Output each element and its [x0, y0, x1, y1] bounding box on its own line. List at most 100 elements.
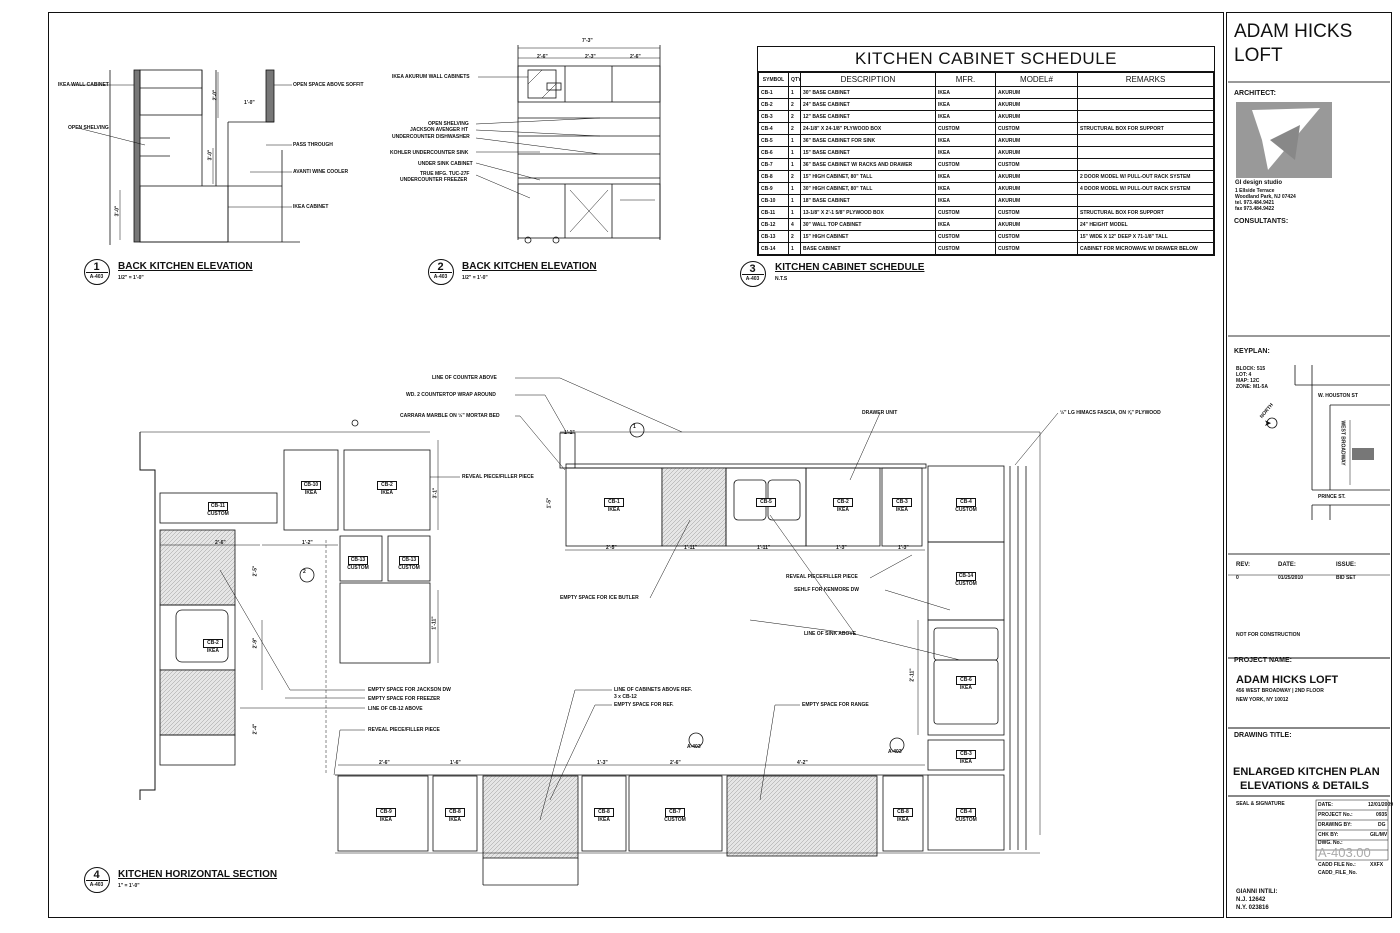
schedule-cell: AKURUM: [995, 110, 1078, 123]
schedule-header-cell: DESCRIPTION: [800, 72, 936, 87]
schedule-cell: 1: [788, 242, 801, 255]
elev2-true-mfg-label: TRUE MFG. TUC-27F: [420, 171, 470, 177]
keyplan-map: MAP: 12C: [1236, 378, 1260, 384]
schedule-cell: CB-14: [758, 242, 789, 255]
view-3-title: KITCHEN CABINET SCHEDULE: [775, 262, 925, 273]
schedule-cell: IKEA: [935, 194, 996, 207]
view-1-sheet: A-403: [89, 274, 104, 280]
schedule-title: KITCHEN CABINET SCHEDULE: [758, 47, 1214, 72]
schedule-cell: CABINET FOR MICROWAVE W/ DRAWER BELOW: [1077, 242, 1214, 255]
schedule-cell: 36" BASE CABINET FOR SINK: [800, 134, 936, 147]
schedule-cell: AKURUM: [995, 134, 1078, 147]
view-4-sheet: A-403: [89, 882, 104, 888]
schedule-cell: 1: [788, 182, 801, 195]
schedule-cell: STRUCTURAL BOX FOR SUPPORT: [1077, 206, 1214, 219]
elev2-sink-label: KOHLER UNDERCOUNTER SINK: [390, 150, 469, 156]
elev2-dishwasher-label: UNDERCOUNTER DISHWASHER: [392, 134, 470, 140]
schedule-cell: 2 DOOR MODEL W/ PULL-OUT RACK SYSTEM: [1077, 170, 1214, 183]
cabinet-mfr: IKEA: [896, 507, 908, 513]
project-name-label: PROJECT NAME:: [1234, 657, 1292, 664]
cabinet-mfr: IKEA: [305, 490, 317, 496]
cabinet-mfr: CUSTOM: [955, 581, 977, 587]
bubble-divider: [86, 272, 108, 273]
cabinet-id: CB-4: [956, 808, 976, 817]
schedule-cell: 1: [788, 134, 801, 147]
view-4-number: 4: [93, 869, 100, 881]
schedule-cell: 30" WALL TOP CABINET: [800, 218, 936, 231]
cabinet-id: CB-13: [399, 556, 419, 565]
plan-dim: 3'-1": [432, 487, 439, 499]
plan-dim: 2'-5": [606, 545, 617, 551]
schedule-cell: CB-6: [758, 146, 789, 159]
schedule-cell: 4: [788, 218, 801, 231]
firm-address-2: Woodland Park, NJ 07424: [1235, 194, 1296, 200]
rev-value: 0: [1236, 575, 1239, 581]
project-address-1: 456 WEST BROADWAY | 2ND FLOOR: [1236, 688, 1324, 694]
schedule-cell: IKEA: [935, 134, 996, 147]
schedule-cell: AKURUM: [995, 194, 1078, 207]
note-drawer-unit: DRAWER UNIT: [862, 410, 898, 416]
plan-dim: 1'-6": [450, 760, 461, 766]
schedule-cell: IKEA: [935, 86, 996, 99]
schedule-header-row: SYMBOL QTY DESCRIPTION MFR. MODEL# REMAR…: [758, 72, 1214, 87]
cabinet-mfr: CUSTOM: [398, 565, 420, 571]
cabinet-mfr: IKEA: [381, 490, 393, 496]
note-reveal-2: REVEAL PIECE/FILLER PIECE: [786, 574, 858, 580]
note-reveal-1: REVEAL PIECE/FILLER PIECE: [462, 474, 534, 480]
divider: [1228, 81, 1390, 83]
plan-cabinet-tag: CB-5: [756, 498, 776, 507]
firm-fax: fax 973.484.9422: [1235, 206, 1275, 212]
note-empty-range: EMPTY SPACE FOR RANGE: [802, 702, 869, 708]
schedule-cell: 24-1/8" X 24-1/8" PLYWOOD BOX: [800, 122, 936, 135]
schedule-cell: 15" WIDE X 12" DEEP X 71-1/8" TALL: [1077, 230, 1214, 243]
cabinet-mfr: IKEA: [608, 507, 620, 513]
view-4-bubble: 4 A-403: [84, 867, 110, 893]
schedule-cell: CUSTOM: [935, 206, 996, 219]
plan-dim: 1'-11": [684, 545, 698, 551]
schedule-cell: CB-11: [758, 206, 789, 219]
not-for-construction: NOT FOR CONSTRUCTION: [1236, 632, 1301, 638]
note-sink-above: LINE OF SINK ABOVE: [804, 631, 857, 637]
schedule-cell: 1: [788, 86, 801, 99]
schedule-cell: CUSTOM: [935, 230, 996, 243]
schedule-header-cell: QTY: [788, 72, 801, 87]
schedule-cell: CUSTOM: [995, 122, 1078, 135]
schedule-header-cell: MODEL#: [995, 72, 1078, 87]
schedule-cell: AKURUM: [995, 182, 1078, 195]
cabinet-id: CB-2: [203, 639, 223, 648]
issue-value: BID SET: [1336, 575, 1356, 581]
schedule-cell: AKURUM: [995, 146, 1078, 159]
cabinet-id: CB-10: [301, 481, 321, 490]
cabinet-mfr: IKEA: [207, 648, 219, 654]
rev-header: REV:: [1236, 562, 1251, 568]
schedule-cell: CUSTOM: [935, 122, 996, 135]
drawing-frame: [48, 12, 1224, 918]
note-freezer: EMPTY SPACE FOR FREEZER: [368, 696, 441, 702]
section-mark-1: 1: [633, 424, 636, 430]
project-title-line-2: LOFT: [1234, 45, 1283, 66]
schedule-cell: 12" BASE CABINET: [800, 110, 936, 123]
firm-address-1: 1 Ellside Terrace: [1235, 188, 1275, 194]
elev1-dim-b: 1'-0": [244, 100, 255, 106]
schedule-cell: CUSTOM: [995, 206, 1078, 219]
elevation-2: [475, 45, 661, 244]
cabinet-id: CB-8: [893, 808, 913, 817]
schedule-cell: 36" BASE CABINET W/ RACKS AND DRAWER: [800, 158, 936, 171]
schedule-cell: IKEA: [935, 218, 996, 231]
schedule-cell: 18" BASE CABINET: [800, 194, 936, 207]
elev2-wall-cabinets-label: IKEA AKURUM WALL CABINETS: [392, 74, 470, 80]
project-title-line-1: ADAM HICKS: [1234, 21, 1353, 42]
keyplan-label: KEYPLAN:: [1234, 348, 1270, 355]
schedule-cell: 2: [788, 110, 801, 123]
elev2-top-dim: 7'-3": [582, 38, 593, 44]
schedule-cell: CUSTOM: [935, 242, 996, 255]
schedule-cell: 4 DOOR MODEL W/ PULL-OUT RACK SYSTEM: [1077, 182, 1214, 195]
